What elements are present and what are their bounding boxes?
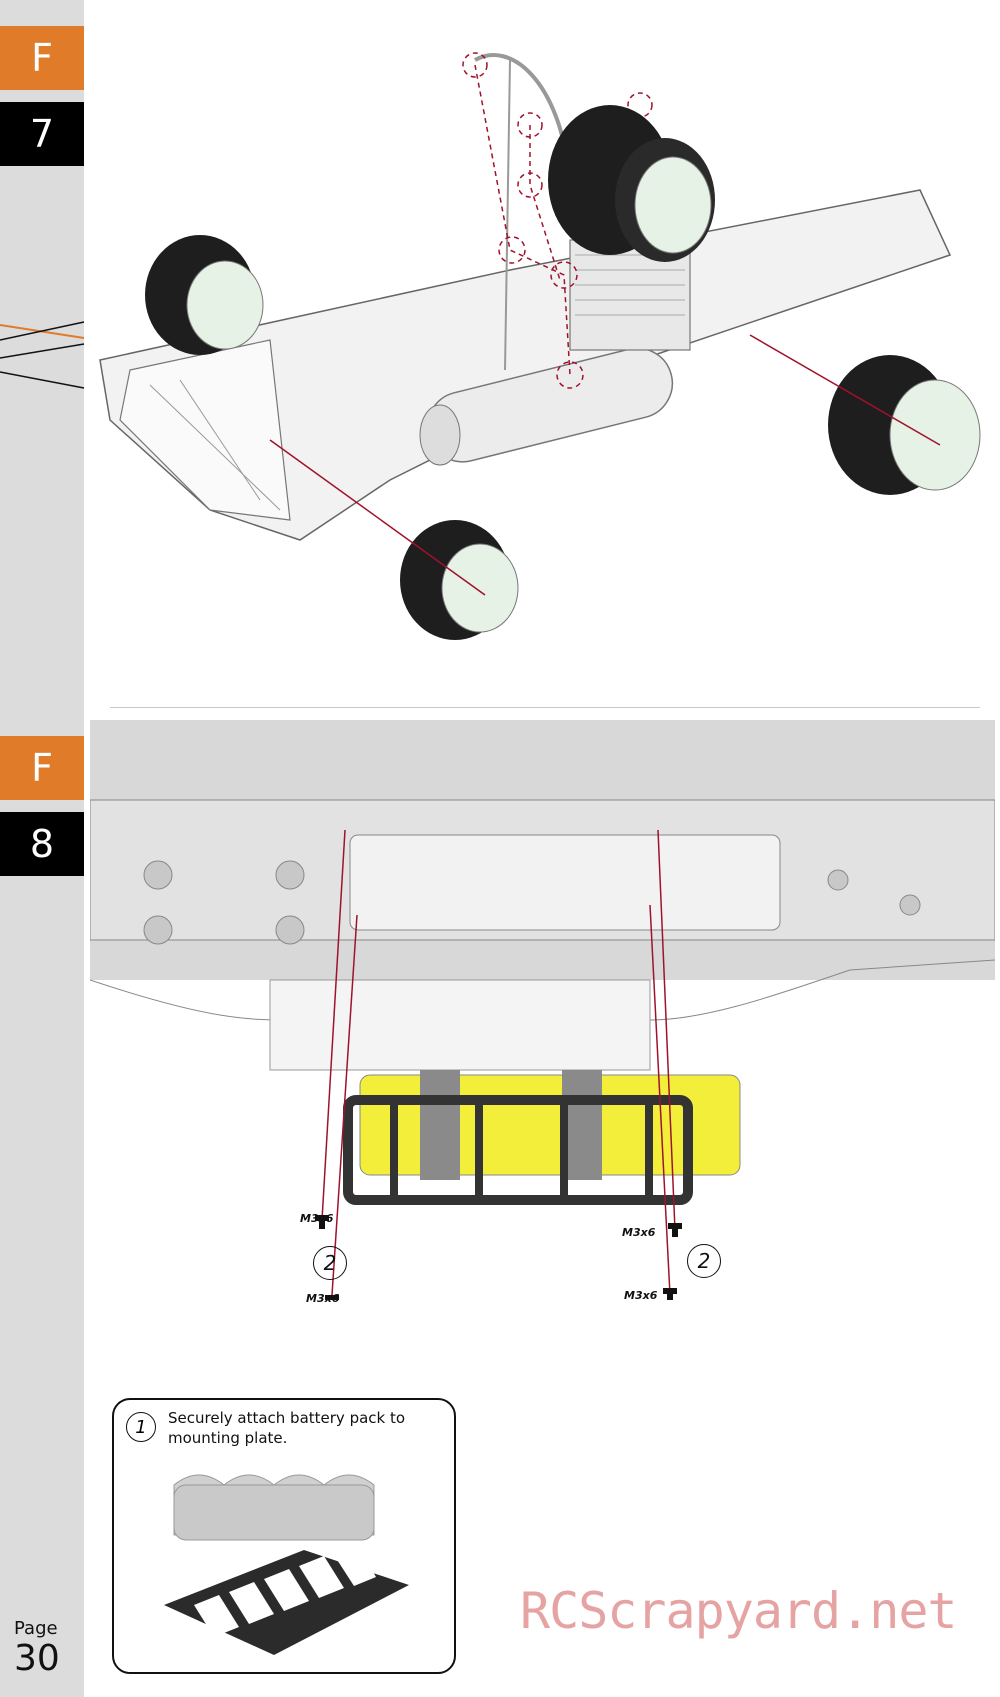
step8-battery-illustration bbox=[90, 720, 995, 1300]
wheel-front-right-icon bbox=[269, 439, 519, 640]
section-tab-step8: F bbox=[0, 736, 84, 800]
note-text: Securely attach battery pack to mounting… bbox=[168, 1409, 406, 1447]
note-number: 1 bbox=[126, 1412, 156, 1442]
step7-chassis-illustration bbox=[99, 52, 981, 640]
page-number: 30 bbox=[14, 1638, 60, 1679]
screw-label: M3x6 bbox=[624, 1289, 658, 1302]
wheel-rear-left-icon bbox=[548, 105, 715, 262]
callout-number: 2 bbox=[687, 1244, 721, 1278]
instruction-note-box: 1 Securely attach battery pack to mounti… bbox=[112, 1398, 456, 1674]
battery-mount-illustration bbox=[164, 1474, 409, 1655]
section-divider bbox=[110, 707, 980, 708]
page-label: Page bbox=[14, 1618, 58, 1639]
step-number-7: 7 bbox=[0, 102, 84, 166]
step-number-8: 8 bbox=[0, 812, 84, 876]
screw-label: M3x6 bbox=[306, 1292, 340, 1305]
leader-lines bbox=[0, 321, 85, 389]
watermark: RCScrapyard.net bbox=[520, 1582, 958, 1640]
wheel-front-left-icon bbox=[145, 235, 264, 355]
screw-label: M3x6 bbox=[300, 1212, 334, 1225]
wheel-rear-right-icon bbox=[749, 334, 981, 495]
section-tab-step7: F bbox=[0, 26, 84, 90]
callout-number: 2 bbox=[313, 1246, 347, 1280]
screw-label: M3x6 bbox=[622, 1226, 656, 1239]
